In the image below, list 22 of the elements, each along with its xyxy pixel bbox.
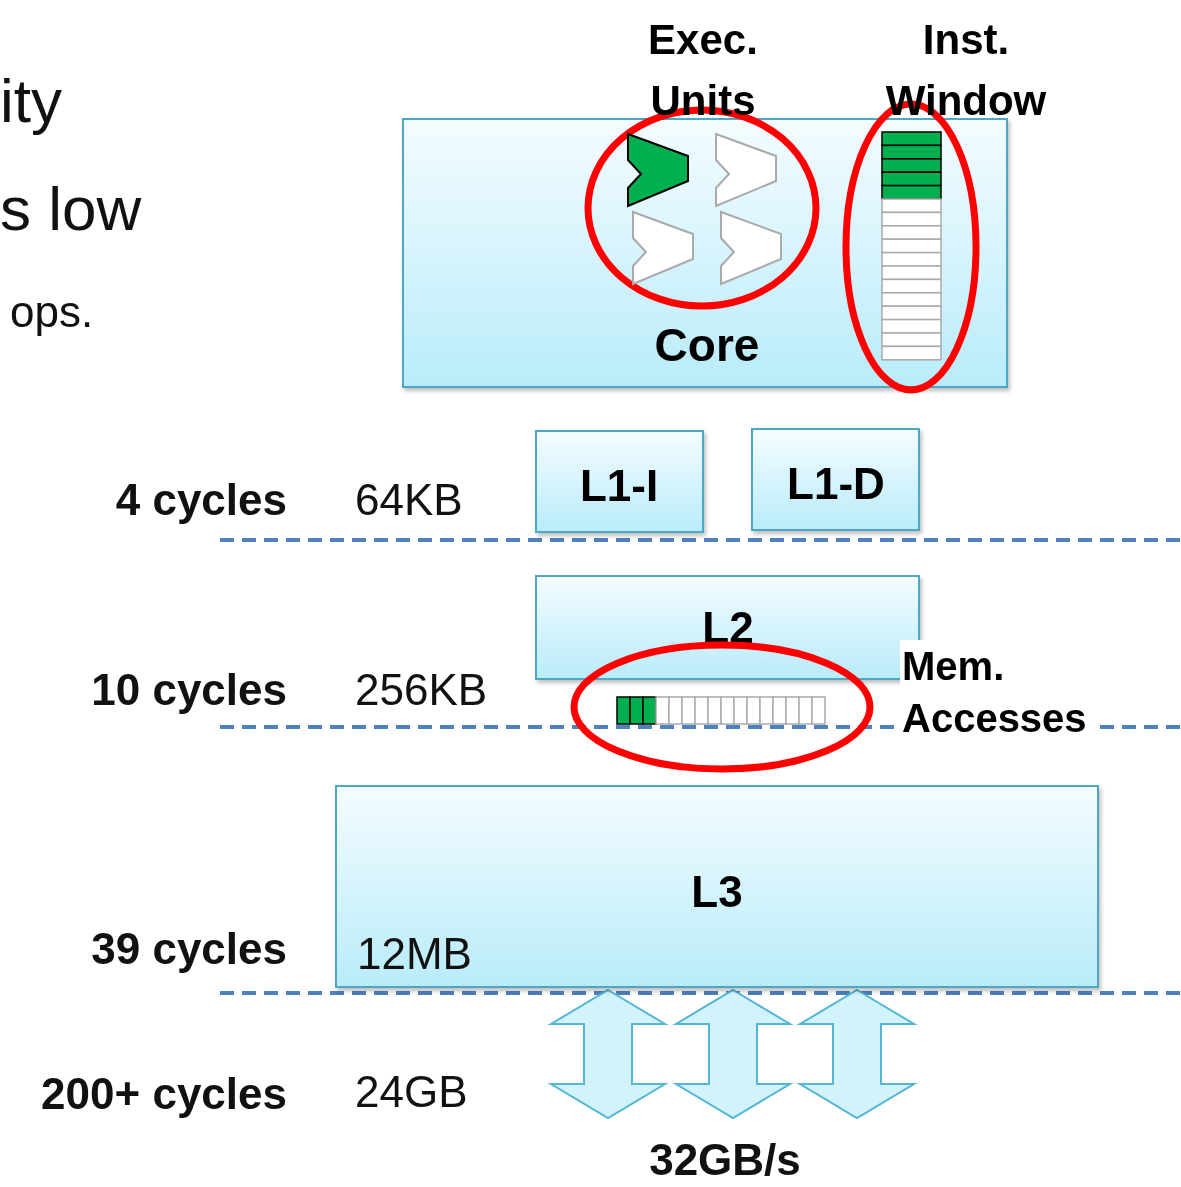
slide-text: s low	[0, 178, 142, 240]
size-label: 12MB	[357, 932, 472, 976]
latency-label: 4 cycles	[115, 478, 287, 522]
cache-name: L3	[691, 870, 743, 914]
double-arrow	[672, 988, 794, 1120]
latency-label: 10 cycles	[91, 668, 287, 712]
double-arrow	[547, 988, 669, 1120]
cache-name: Core	[654, 322, 760, 368]
cache-name: L1-D	[787, 462, 885, 506]
size-label: 24GB	[355, 1070, 468, 1114]
bandwidth-label: 32GB/s	[649, 1138, 801, 1182]
ellipse-heading: Inst. Window	[884, 15, 1048, 126]
cache-box	[535, 430, 704, 533]
cache-box	[751, 428, 920, 531]
latency-label: 39 cycles	[91, 927, 287, 971]
cache-box	[335, 785, 1099, 988]
size-label: 64KB	[355, 478, 463, 522]
size-label: 256KB	[355, 668, 488, 712]
latency-label: 200+ cycles	[41, 1072, 287, 1116]
cache-name: L1-I	[579, 464, 659, 508]
slide-text: ops.	[10, 290, 94, 334]
double-arrow	[796, 988, 918, 1120]
